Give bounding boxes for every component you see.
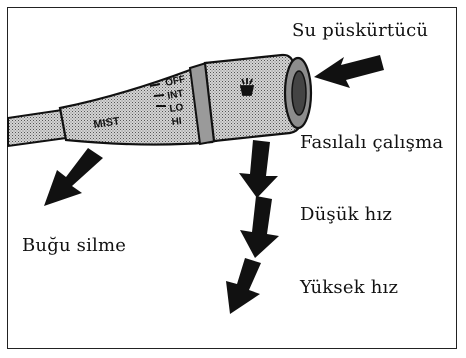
intermittent-label: Fasılalı çalışma	[300, 132, 444, 153]
lever-label-int: INT	[167, 88, 185, 102]
high-speed-arrow	[226, 258, 261, 314]
lever-label-hi: HI	[171, 116, 182, 128]
low-speed-arrow	[240, 196, 279, 258]
lever-position-labels: OFF INT LO HI MIST	[93, 74, 186, 131]
high-speed-label: Yüksek hız	[300, 277, 399, 298]
low-speed-label: Düşük hız	[300, 204, 393, 225]
lever-label-mist: MIST	[93, 115, 121, 131]
washer-label: Su püskürtücü	[292, 20, 429, 41]
mist-arrow	[44, 148, 103, 206]
lever-shaft	[7, 108, 68, 148]
washer-symbol-icon	[239, 78, 255, 96]
position-ticks	[149, 83, 166, 107]
washer-arrow	[314, 55, 384, 88]
intermittent-arrow	[239, 140, 278, 198]
lever-label-off: OFF	[164, 74, 186, 89]
mist-label: Buğu silme	[22, 235, 127, 256]
lever-body	[58, 64, 214, 146]
washer-end-cap-inner	[291, 70, 307, 116]
diagram-frame	[7, 7, 457, 349]
lever-label-lo: LO	[169, 102, 185, 115]
